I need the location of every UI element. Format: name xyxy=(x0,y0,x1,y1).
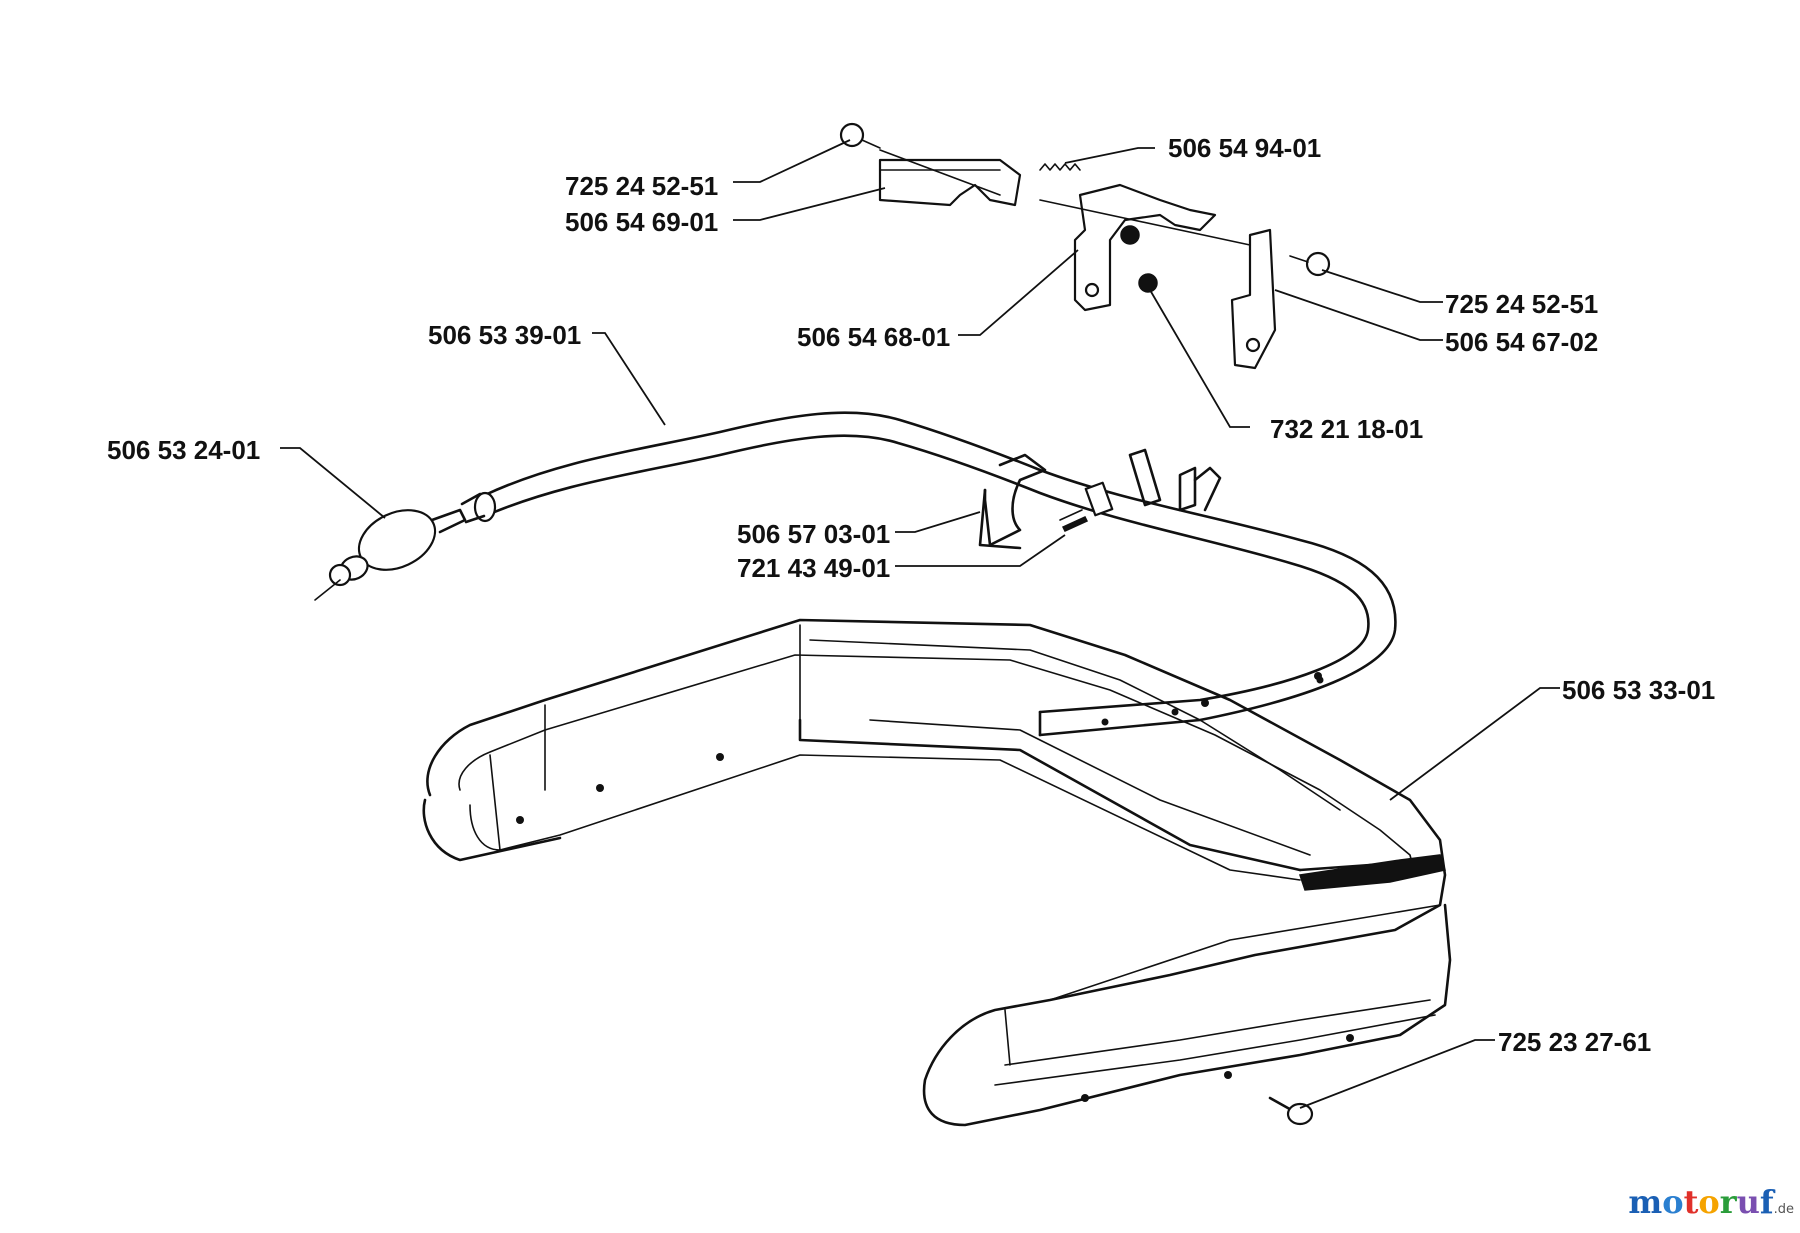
control-brackets xyxy=(839,122,1331,370)
watermark-letter: u xyxy=(1736,1183,1760,1221)
watermark-text: motoruf xyxy=(1628,1183,1773,1221)
watermark-letter: r xyxy=(1719,1183,1737,1221)
handle-frame xyxy=(422,618,1452,1127)
label-506-54-68-01: 506 54 68-01 xyxy=(797,322,950,352)
watermark-letter: f xyxy=(1759,1183,1774,1221)
label-506-57-03-01: 506 57 03-01 xyxy=(737,519,890,549)
primer-bulb xyxy=(314,508,467,601)
label-506-53-24-01: 506 53 24-01 xyxy=(107,435,260,465)
part-labels: 725 24 52-51 506 54 69-01 506 54 94-01 7… xyxy=(107,133,1715,1057)
tube-end xyxy=(460,491,497,524)
bottom-screw xyxy=(1268,1096,1314,1126)
watermark-letter: t xyxy=(1683,1183,1699,1221)
label-506-53-33-01: 506 53 33-01 xyxy=(1562,675,1715,705)
label-506-53-39-01: 506 53 39-01 xyxy=(428,320,581,350)
watermark-letter: o xyxy=(1698,1183,1720,1221)
label-506-54-69-01: 506 54 69-01 xyxy=(565,207,718,237)
leader-lines xyxy=(280,139,1560,1109)
watermark-logo: motoruf.de xyxy=(1628,1183,1794,1221)
label-725-24-52-51-right: 725 24 52-51 xyxy=(1445,289,1598,319)
watermark-letter: m xyxy=(1628,1183,1663,1221)
label-732-21-18-01: 732 21 18-01 xyxy=(1270,414,1423,444)
watermark-suffix: .de xyxy=(1773,1202,1794,1217)
label-506-54-94-01: 506 54 94-01 xyxy=(1168,133,1321,163)
label-725-24-52-51-top: 725 24 52-51 xyxy=(565,171,718,201)
label-506-54-67-02: 506 54 67-02 xyxy=(1445,327,1598,357)
label-725-23-27-61: 725 23 27-61 xyxy=(1498,1027,1651,1057)
throttle-bracket xyxy=(978,448,1222,550)
label-721-43-49-01: 721 43 49-01 xyxy=(737,553,890,583)
watermark-letter: o xyxy=(1662,1183,1684,1221)
handle-tube xyxy=(478,411,1397,737)
